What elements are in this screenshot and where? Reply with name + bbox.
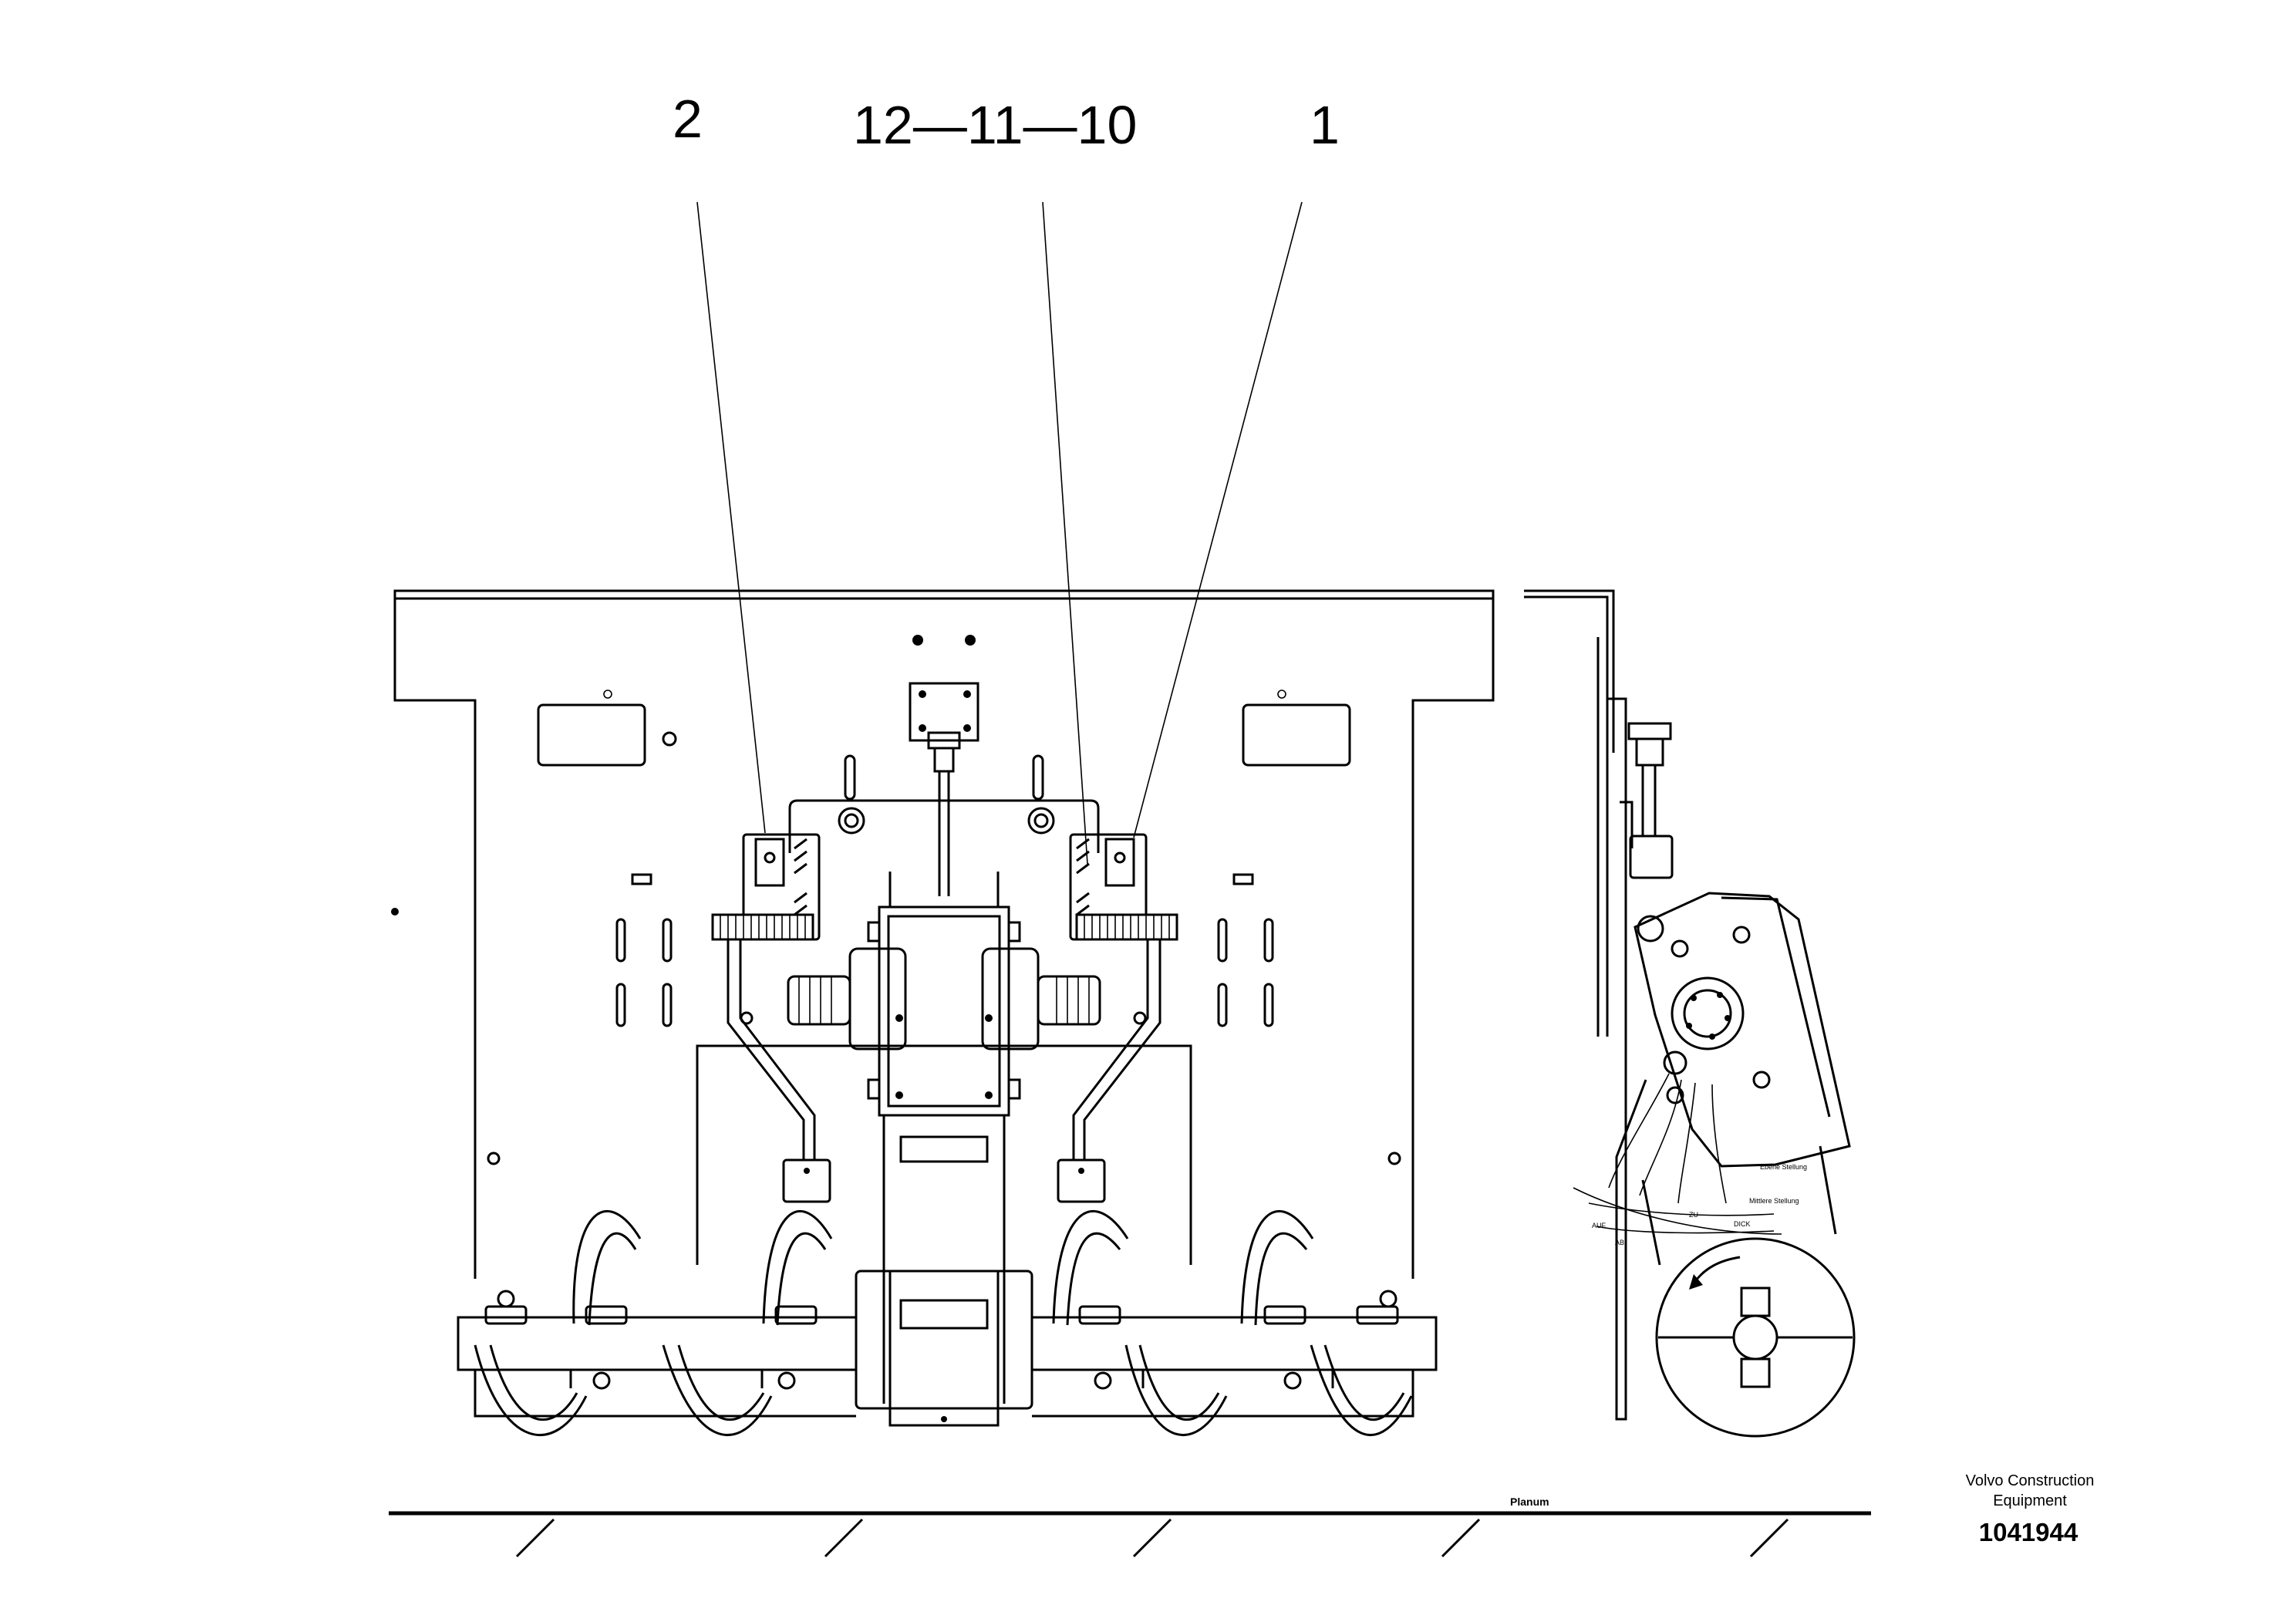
- side-view: Ebene Stellung Mittlere Stellung AUF ZU …: [1524, 589, 1856, 1438]
- ground-label: Planum: [1510, 1496, 1549, 1508]
- mount-hole: [912, 635, 923, 646]
- sensor-foot-left: [782, 1158, 831, 1203]
- sensor-right: [1104, 838, 1135, 887]
- side-motor-flange: [1671, 976, 1745, 1050]
- label-mittlere-stellung: Mittlere Stellung: [1749, 1197, 1799, 1205]
- side-wheel: [1655, 1237, 1856, 1438]
- label-zu: ZU: [1689, 1211, 1698, 1219]
- label-auf: AUF: [1592, 1222, 1607, 1229]
- center-column: [882, 1115, 1006, 1404]
- ground-line: Planum: [389, 1496, 1871, 1558]
- auger-housing-left: [457, 1316, 858, 1371]
- auger-housing-right: [1030, 1316, 1438, 1371]
- main-plate-outline: [393, 599, 1495, 1279]
- footer: Volvo Construction Equipment 1041944: [1966, 1472, 2095, 1546]
- sensor-arm-right: [1083, 939, 1161, 1160]
- callout-1: 1: [1310, 95, 1340, 155]
- center-mount-plate: [788, 799, 1100, 853]
- threaded-bar-right: [1075, 913, 1178, 941]
- drive-motor-right: [981, 947, 1040, 1050]
- wheel-hub: [1732, 1314, 1778, 1361]
- side-sensor-body: [1633, 892, 1851, 1168]
- company-name-line2: Equipment: [1993, 1492, 2067, 1509]
- rotation-arrow: [1692, 1256, 1741, 1284]
- leader-line-12-11-10: [1042, 201, 1088, 865]
- leader-line-1: [1133, 201, 1303, 838]
- label-dick: DICK: [1734, 1220, 1751, 1228]
- leader-line-2: [696, 201, 766, 834]
- gearbox: [878, 905, 1010, 1117]
- callout-2: 2: [673, 89, 703, 149]
- lower-inner-plate: [696, 1044, 1192, 1265]
- side-plate: [1596, 637, 1609, 1037]
- side-rail: [1524, 589, 1615, 753]
- front-view: [391, 589, 1495, 1437]
- top-rail: [393, 589, 1495, 600]
- callouts: 2 12—11—10 1: [673, 89, 1340, 865]
- callout-12-11-10: 12—11—10: [853, 95, 1137, 155]
- auger-flight: [572, 1209, 642, 1324]
- drive-motor-left: [848, 947, 907, 1050]
- label-ab: AB: [1615, 1239, 1624, 1246]
- window-right: [1242, 703, 1351, 767]
- company-name-line1: Volvo Construction: [1966, 1472, 2095, 1489]
- sensor-foot-right: [1057, 1158, 1106, 1203]
- sensor-left: [754, 838, 785, 887]
- upper-bracket: [909, 682, 979, 742]
- window-left: [537, 703, 646, 767]
- sensor-arm-left: [727, 939, 805, 1160]
- threaded-bar-left: [711, 913, 814, 941]
- ground-hatching: [515, 1518, 1789, 1558]
- label-ebene-stellung: Ebene Stellung: [1760, 1163, 1807, 1171]
- drawing-number: 1041944: [1979, 1518, 2079, 1546]
- center-drive-housing: [855, 1270, 1033, 1410]
- mount-hole: [965, 635, 976, 646]
